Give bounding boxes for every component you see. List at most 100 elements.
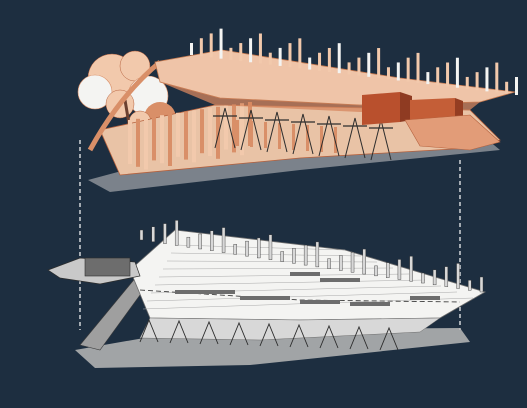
upper-roof-post bbox=[288, 43, 292, 68]
upper-truss bbox=[240, 109, 262, 151]
upper-roof-post bbox=[239, 43, 243, 62]
lower-roof-posts bbox=[139, 220, 484, 293]
upper-column bbox=[240, 103, 244, 156]
upper-column bbox=[250, 121, 253, 147]
lower-roof-post bbox=[444, 266, 449, 287]
lower-roof-post bbox=[468, 280, 472, 291]
lower-roof-post bbox=[280, 251, 284, 262]
lower-skylight-strip bbox=[320, 278, 360, 282]
upper-roof-post bbox=[386, 67, 390, 80]
upper-column bbox=[278, 123, 281, 149]
lower-roof-post bbox=[174, 220, 179, 246]
lower-roof-post bbox=[386, 262, 390, 278]
lower-roof-post bbox=[163, 223, 167, 244]
upper-roof-post bbox=[268, 52, 272, 65]
upper-column bbox=[232, 104, 236, 153]
lower-roof-post bbox=[303, 244, 308, 266]
lower-underside bbox=[139, 317, 441, 341]
upper-truss bbox=[318, 115, 340, 157]
upper-truss-row bbox=[213, 107, 393, 161]
upper-roof-post bbox=[446, 62, 450, 87]
upper-roof-post bbox=[347, 62, 351, 75]
lower-roof-post bbox=[456, 263, 460, 289]
lower-roof-post bbox=[374, 265, 378, 277]
lower-roof-post bbox=[362, 248, 366, 275]
upper-truss bbox=[292, 113, 314, 155]
upper-roof-post bbox=[426, 72, 430, 85]
upper-column bbox=[236, 120, 239, 146]
upper-roof-post bbox=[258, 33, 262, 64]
lower-roof-post bbox=[432, 269, 437, 286]
upper-roof-post bbox=[485, 67, 489, 92]
upper-column bbox=[160, 115, 164, 164]
upper-roof-post bbox=[396, 62, 400, 81]
lower-truss-row bbox=[139, 318, 399, 351]
upper-roof-post bbox=[337, 43, 341, 74]
lower-grid-line bbox=[154, 279, 426, 286]
lower-truss bbox=[319, 324, 339, 349]
upper-roof-post bbox=[377, 48, 381, 79]
upper-roof-post bbox=[327, 47, 331, 72]
upper-roof-post bbox=[249, 38, 253, 63]
upper-roof-post bbox=[465, 76, 469, 89]
upper-roof-post bbox=[318, 52, 322, 71]
lower-skylight-strip bbox=[350, 302, 390, 306]
upper-column bbox=[216, 106, 220, 159]
lower-truss bbox=[259, 322, 279, 347]
upper-column bbox=[184, 111, 188, 160]
tree-blob bbox=[77, 74, 113, 110]
upper-column bbox=[200, 109, 204, 154]
lower-roof-post bbox=[233, 244, 237, 255]
lower-layer bbox=[47, 220, 487, 368]
lower-grid-line bbox=[162, 267, 394, 270]
upper-column bbox=[192, 110, 196, 163]
upper-truss bbox=[344, 117, 366, 159]
lower-roof-post bbox=[221, 227, 226, 253]
lower-roof-post bbox=[292, 248, 296, 264]
upper-truss bbox=[214, 107, 236, 149]
lower-roof-post bbox=[421, 272, 425, 284]
upper-column bbox=[144, 117, 148, 170]
upper-roof-post bbox=[357, 57, 361, 76]
upper-roof-post bbox=[475, 72, 479, 91]
upper-roof-post bbox=[495, 62, 499, 93]
upper-roof-post bbox=[298, 38, 302, 69]
upper-column bbox=[152, 116, 156, 161]
upper-ramp bbox=[87, 60, 162, 152]
lower-truss bbox=[229, 321, 249, 346]
lower-roof-post bbox=[186, 236, 191, 248]
upper-roof-post bbox=[229, 47, 233, 60]
lower-truss bbox=[349, 325, 369, 350]
upper-column bbox=[168, 114, 172, 166]
lower-roof-post bbox=[350, 252, 355, 273]
lower-skylight-strip bbox=[175, 290, 235, 294]
upper-column bbox=[264, 122, 267, 148]
lower-roof-post bbox=[245, 240, 249, 257]
lower-truss bbox=[199, 320, 219, 345]
upper-roof-post bbox=[515, 77, 518, 95]
brick-volume bbox=[362, 92, 463, 125]
lower-truss bbox=[169, 319, 189, 344]
lower-roof-post bbox=[397, 259, 402, 280]
upper-column bbox=[136, 118, 140, 167]
lower-skylight-strip bbox=[240, 296, 290, 300]
lower-roof-post bbox=[139, 229, 144, 241]
lower-roof-post bbox=[327, 258, 331, 269]
upper-roof-posts bbox=[190, 28, 518, 95]
upper-roof-post bbox=[209, 33, 213, 58]
upper-column bbox=[320, 126, 323, 152]
lower-roof-post bbox=[315, 241, 320, 268]
lower-skylight-strip bbox=[290, 272, 320, 276]
upper-column bbox=[306, 125, 309, 151]
lower-grid-line bbox=[170, 252, 362, 257]
lower-roof-post bbox=[479, 276, 484, 293]
upper-roof-post bbox=[436, 67, 440, 86]
lower-roof-post bbox=[151, 226, 155, 242]
lower-roof-post bbox=[257, 237, 261, 259]
lower-grid-line bbox=[158, 273, 410, 278]
upper-roof-post bbox=[308, 57, 312, 70]
upper-column bbox=[176, 112, 180, 157]
lower-roof-post bbox=[339, 255, 343, 271]
